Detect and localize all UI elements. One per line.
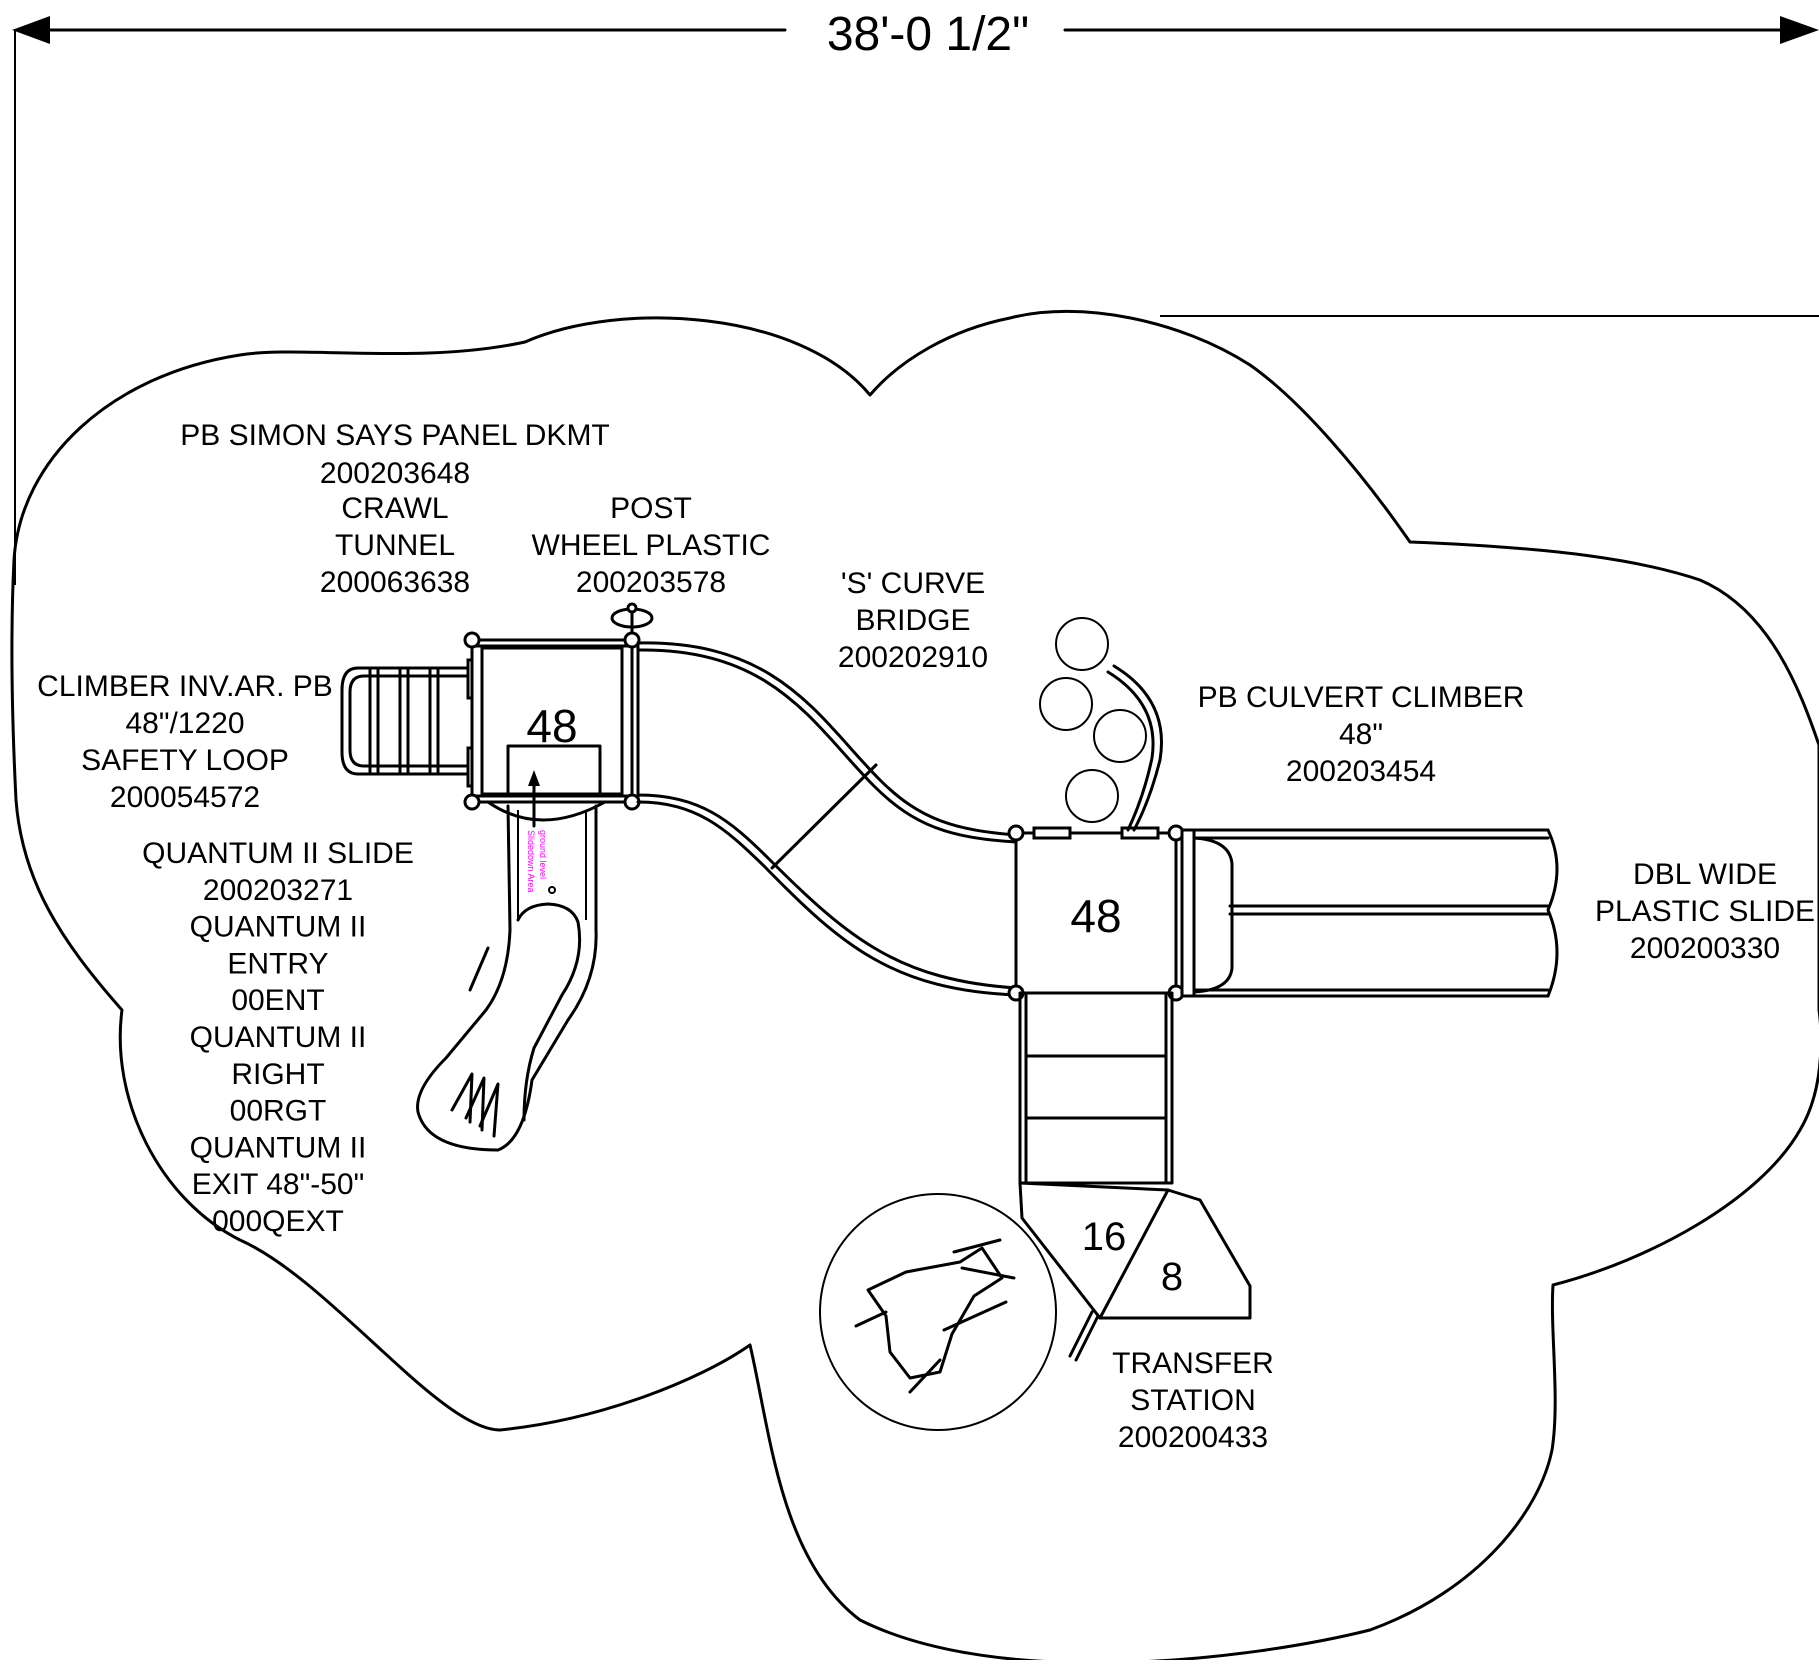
label-quantum-slide-line-9: QUANTUM II <box>190 1131 367 1164</box>
label-quantum-slide-line-4: ENTRY <box>227 947 328 980</box>
left-deck-height: 48 <box>526 700 577 752</box>
label-climber-inv-line-4: 200054572 <box>110 781 260 814</box>
step-height-8: 8 <box>1161 1255 1183 1299</box>
label-post-wheel-line-1: POST <box>610 492 692 525</box>
label-post-wheel-line-2: WHEEL PLASTIC <box>532 529 771 562</box>
climber-inv-arch <box>340 658 480 788</box>
label-transfer-station-line-2: STATION <box>1130 1384 1256 1417</box>
label-crawl-tunnel-line-1: CRAWL <box>341 492 448 525</box>
label-quantum-slide-line-3: QUANTUM II <box>190 911 367 944</box>
label-quantum-slide-line-2: 200203271 <box>203 874 353 907</box>
label-crawl-tunnel-line-2: TUNNEL <box>335 529 455 562</box>
ground-level-note: ground level <box>538 830 548 879</box>
transfer-station: 16 8 <box>1018 1181 1252 1362</box>
simon-says-panel <box>819 1193 1057 1431</box>
slidedown-area-note: Slidedown Area <box>526 830 536 893</box>
label-quantum-slide-line-11: 000QEXT <box>212 1205 344 1238</box>
label-quantum-slide-line-8: 00RGT <box>230 1095 327 1128</box>
right-deck: 48 <box>1007 824 1185 1002</box>
label-climber-inv-line-1: CLIMBER INV.AR. PB <box>37 670 333 703</box>
quantum-slide <box>416 800 607 1152</box>
label-s-curve-bridge-line-2: BRIDGE <box>855 604 970 637</box>
label-post-wheel-line-3: 200203578 <box>576 566 726 599</box>
label-transfer-station-line-3: 200200433 <box>1118 1421 1268 1454</box>
label-quantum-slide-line-10: EXIT 48"-50" <box>192 1168 365 1201</box>
label-climber-inv-line-2: 48"/1220 <box>125 707 244 740</box>
s-curve-bridge <box>636 641 1018 997</box>
label-quantum-slide-line-1: QUANTUM II SLIDE <box>142 837 414 870</box>
ladder <box>1018 991 1174 1185</box>
label-dbl-wide-slide-line-3: 200200330 <box>1630 932 1780 965</box>
left-deck: 48 ground level Slidedown Area <box>463 602 654 893</box>
label-dbl-wide-slide-line-2: PLASTIC SLIDE <box>1595 895 1815 928</box>
label-dbl-wide-slide-line-1: DBL WIDE <box>1633 858 1777 891</box>
label-culvert-climber-line-1: PB CULVERT CLIMBER <box>1198 681 1525 714</box>
label-quantum-slide-line-6: QUANTUM II <box>190 1021 367 1054</box>
label-climber-inv-line-3: SAFETY LOOP <box>81 744 289 777</box>
double-wide-slide <box>1180 828 1559 998</box>
step-height-16: 16 <box>1082 1215 1127 1259</box>
use-zone-boundary <box>10 309 1819 1665</box>
label-quantum-slide-line-5: 00ENT <box>231 984 324 1017</box>
overall-width-label: 38'-0 1/2" <box>827 8 1029 61</box>
culvert-climber <box>1039 617 1163 832</box>
label-transfer-station-line-1: TRANSFER <box>1112 1347 1274 1380</box>
label-culvert-climber-line-3: 200203454 <box>1286 755 1436 788</box>
label-culvert-climber-line-2: 48" <box>1339 718 1383 751</box>
dimension-line: 38'-0 1/2" <box>12 8 1819 585</box>
label-simon-says-line-1: PB SIMON SAYS PANEL DKMT <box>180 419 610 452</box>
label-s-curve-bridge-line-1: 'S' CURVE <box>841 567 985 600</box>
label-s-curve-bridge-line-3: 200202910 <box>838 641 988 674</box>
right-deck-height: 48 <box>1070 890 1121 942</box>
label-simon-says-line-2: 200203648 <box>320 457 470 490</box>
label-quantum-slide-line-7: RIGHT <box>231 1058 324 1091</box>
label-crawl-tunnel-line-3: 200063638 <box>320 566 470 599</box>
